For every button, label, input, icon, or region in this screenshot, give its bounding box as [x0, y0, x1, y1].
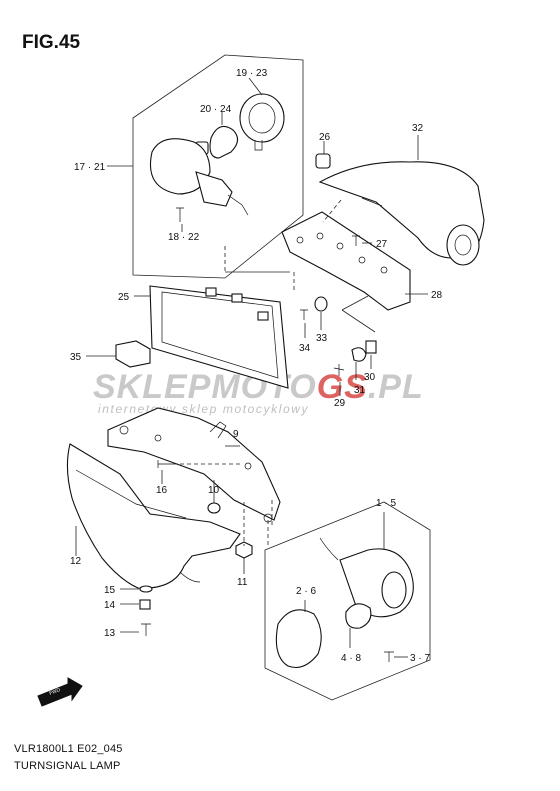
label-31: 31: [354, 385, 366, 396]
bulb-4-8: [345, 603, 372, 629]
label-11: 11: [237, 577, 248, 588]
screw-34: [300, 309, 308, 320]
label-18-22: 18 · 22: [168, 232, 200, 243]
watermark-tagline: internetowy sklep motocyklowy: [98, 402, 309, 416]
bolt-16: [157, 460, 178, 468]
label-15: 15: [104, 585, 116, 596]
label-12: 12: [70, 556, 82, 567]
figure-code: VLR1800L1 E02_045: [14, 743, 123, 755]
bulb-20-24: [209, 125, 239, 159]
upper-lamp-group: [107, 54, 304, 279]
socket-19-23: [239, 93, 285, 143]
label-16: 16: [156, 485, 168, 496]
label-1-5: 1 · 5: [376, 498, 396, 509]
label-35: 35: [70, 352, 82, 363]
cover-12: [66, 443, 241, 589]
grommet-33: [314, 296, 328, 312]
rear-cover-group: [224, 135, 485, 338]
screw-13: [141, 623, 151, 636]
license-frame-group: [86, 285, 289, 389]
screw-3-7: [384, 651, 394, 662]
label-2-6: 2 · 6: [296, 586, 316, 597]
label-14: 14: [104, 600, 116, 611]
label-4-8: 4 · 8: [341, 653, 361, 664]
lens-2-6: [275, 609, 322, 669]
nut-14: [139, 599, 151, 610]
lower-lamp-frame: [264, 501, 431, 701]
svg-text:FWD: FWD: [49, 687, 62, 697]
fastener-group: [120, 585, 153, 636]
label-19-23: 19 · 23: [236, 68, 268, 79]
watermark-brand-part2: GS: [317, 368, 368, 406]
label-32: 32: [412, 123, 424, 134]
label-10: 10: [208, 485, 220, 496]
label-13: 13: [104, 628, 116, 639]
mount-bracket-group: [107, 407, 281, 574]
relay-35: [115, 340, 151, 368]
screw-18-22: [176, 207, 184, 222]
label-33: 33: [316, 333, 328, 344]
label-29: 29: [334, 398, 346, 409]
clip-group: [333, 340, 377, 396]
label-27: 27: [376, 239, 388, 250]
label-9: 9: [233, 429, 239, 440]
washer-15: [139, 585, 153, 593]
lower-lamp-group: [264, 501, 431, 701]
lower-cover-group: [66, 443, 241, 589]
label-30: 30: [364, 372, 376, 383]
label-17-21: 17 · 21: [74, 162, 106, 173]
fwd-arrow-icon: FWD: [37, 677, 83, 707]
nut-11: [235, 541, 253, 559]
label-26: 26: [319, 132, 331, 143]
label-25: 25: [118, 292, 130, 303]
bolt-27: [352, 235, 360, 246]
figure-name: TURNSIGNAL LAMP: [14, 760, 121, 772]
clip-30: [351, 347, 367, 362]
lens-17-21: [149, 138, 211, 195]
figure-title: FIG.45: [22, 32, 81, 53]
bracket-28: [281, 211, 411, 311]
label-20-24: 20 · 24: [200, 104, 232, 115]
label-34: 34: [299, 343, 311, 354]
label-3-7: 3 · 7: [410, 653, 430, 664]
upper-lamp-frame: [132, 54, 304, 279]
watermark-brand-part3: .PL: [368, 368, 424, 406]
watermark: SKLEPMOTOGS.PL internetowy sklep motocyk…: [93, 368, 424, 416]
callout-labels: 19 · 23 20 · 24 17 · 21 18 · 22 26 32 27…: [70, 68, 443, 664]
screw-29: [333, 364, 345, 376]
label-28: 28: [431, 290, 443, 301]
grommet-26: [315, 153, 331, 169]
nut-10: [207, 502, 221, 514]
